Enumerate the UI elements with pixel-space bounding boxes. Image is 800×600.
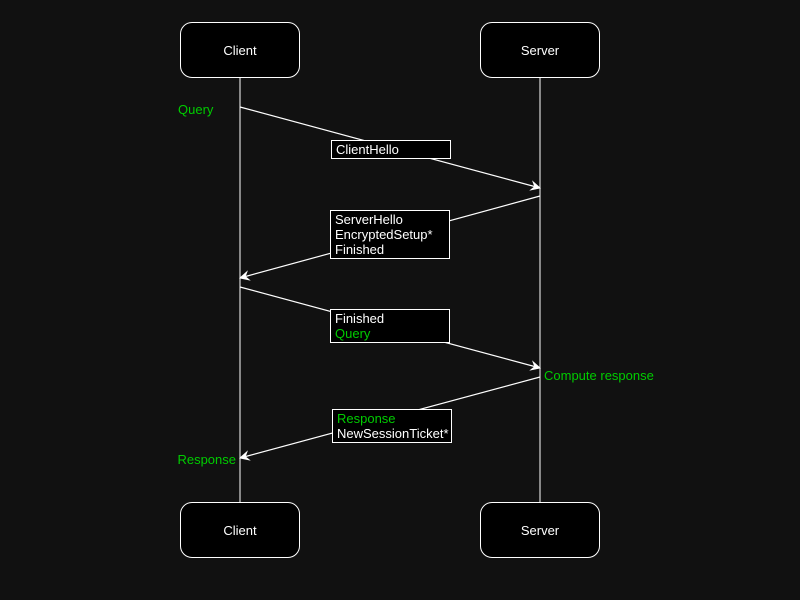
message-line: Finished bbox=[335, 311, 385, 326]
message-line: ServerHello bbox=[335, 212, 403, 227]
message-line: EncryptedSetup* bbox=[335, 227, 433, 242]
message-line: Response bbox=[337, 411, 396, 426]
actor-client-bottom-label: Client bbox=[223, 522, 257, 538]
message-box-response-ticket: Response NewSessionTicket* bbox=[332, 409, 452, 443]
actor-client-bottom: Client bbox=[180, 502, 300, 558]
annotation-query: Query bbox=[178, 102, 214, 117]
actor-server-bottom-label: Server bbox=[520, 522, 560, 538]
message-line: Finished bbox=[335, 242, 385, 257]
actor-client-top: Client bbox=[180, 22, 300, 78]
message-line: NewSessionTicket* bbox=[337, 426, 449, 441]
actor-server-top-label: Server bbox=[520, 42, 560, 58]
actor-server-bottom: Server bbox=[480, 502, 600, 558]
annotation-compute-response: Compute response bbox=[544, 368, 654, 383]
message-line: Query bbox=[335, 326, 371, 341]
message-box-serverhello: ServerHello EncryptedSetup* Finished bbox=[330, 210, 450, 259]
annotation-response: Response bbox=[177, 452, 236, 467]
actor-server-top: Server bbox=[480, 22, 600, 78]
message-box-finished-query: Finished Query bbox=[330, 309, 450, 343]
message-line: ClientHello bbox=[336, 142, 399, 157]
message-box-clienthello: ClientHello bbox=[331, 140, 451, 159]
actor-client-top-label: Client bbox=[223, 42, 257, 58]
